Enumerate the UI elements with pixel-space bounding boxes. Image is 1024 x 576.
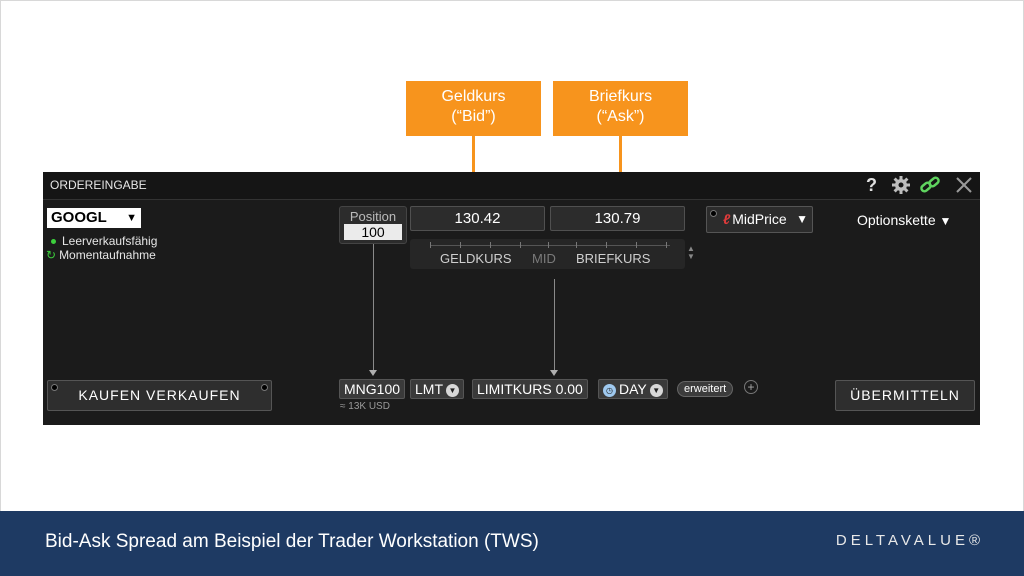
position-connector <box>373 244 374 372</box>
spinner-arrows-icon[interactable]: ▲▼ <box>687 244 695 261</box>
order-entry-panel: ORDEREINGABE ? GOOGL ▼ Leerverkaufsfähig… <box>43 172 980 425</box>
midprice-icon: ℓ <box>723 211 731 227</box>
bid-price-button[interactable]: 130.42 <box>410 206 545 231</box>
quantity-usd-note: ≈ 13K USD <box>340 401 390 412</box>
panel-screw <box>261 384 268 391</box>
slide-title: Bid-Ask Spread am Beispiel der Trader Wo… <box>45 531 539 552</box>
mid-scale-label[interactable]: MID <box>532 251 556 266</box>
buy-button[interactable]: KAUFEN <box>78 387 142 403</box>
ask-callout-line2: (“Ask”) <box>596 108 645 125</box>
bid-callout-line1: Geldkurs <box>441 88 506 105</box>
panel-titlebar: ORDEREINGABE ? <box>43 172 980 200</box>
scale-tick <box>548 242 549 248</box>
deltavalue-logo: DELTAVALUE® <box>835 532 984 549</box>
bid-callout-connector <box>472 136 475 206</box>
panel-screw <box>710 210 717 217</box>
limit-price-field[interactable]: LIMITKURS 0.00 <box>472 379 588 399</box>
snapshot-text: Momentaufnahme <box>59 248 156 262</box>
buy-sell-button[interactable]: KAUFEN VERKAUFEN <box>47 380 272 411</box>
chevron-down-icon: ▼ <box>939 214 952 228</box>
position-box: Position 100 <box>339 206 407 244</box>
scale-tick <box>666 242 667 248</box>
bid-callout-line2: (“Bid”) <box>451 108 496 125</box>
position-label: Position <box>349 209 397 224</box>
chevron-down-icon: ▼ <box>649 383 663 397</box>
scale-tick <box>576 242 577 248</box>
shortable-text: Leerverkaufsfähig <box>62 234 158 248</box>
price-connector <box>554 279 555 372</box>
help-icon[interactable]: ? <box>866 175 877 195</box>
ask-price-button[interactable]: 130.79 <box>550 206 685 231</box>
ask-scale-label[interactable]: BRIEFKURS <box>576 251 651 266</box>
midprice-label: MidPrice <box>732 211 787 227</box>
ask-callout-line1: Briefkurs <box>588 88 653 105</box>
ask-callout: Briefkurs (“Ask”) <box>553 81 688 136</box>
order-type-text: LMT <box>415 381 443 397</box>
bid-scale-label[interactable]: GELDKURS <box>440 251 512 266</box>
price-slider[interactable]: GELDKURS MID BRIEFKURS <box>410 239 685 269</box>
order-type-selector[interactable]: LMT▼ <box>410 379 464 399</box>
bid-callout: Geldkurs (“Bid”) <box>406 81 541 136</box>
scale-tick <box>430 242 431 248</box>
link-icon[interactable] <box>919 175 941 199</box>
panel-screw <box>51 384 58 391</box>
advanced-button[interactable]: erweitert <box>677 381 734 397</box>
sell-button[interactable]: VERKAUFEN <box>146 387 241 403</box>
snapshot-status[interactable]: ↻Momentaufnahme <box>46 248 156 262</box>
green-dot-icon <box>51 239 56 245</box>
gear-icon[interactable] <box>891 175 911 199</box>
arrow-down-icon <box>369 370 377 376</box>
panel-title: ORDEREINGABE <box>50 178 147 192</box>
scale-tick <box>490 242 491 248</box>
position-value: 100 <box>344 224 402 240</box>
scale-tick <box>520 242 521 248</box>
slide-footer: Bid-Ask Spread am Beispiel der Trader Wo… <box>0 511 1024 576</box>
arrow-down-icon <box>550 370 558 376</box>
chevron-down-icon: ▼ <box>796 212 808 226</box>
close-icon[interactable] <box>954 175 974 199</box>
symbol-selector[interactable]: GOOGL ▼ <box>47 208 141 228</box>
scale-tick <box>460 242 461 248</box>
quantity-field[interactable]: MNG100 <box>339 379 406 399</box>
refresh-icon: ↻ <box>46 248 57 262</box>
plus-icon[interactable]: + <box>744 380 758 394</box>
clock-icon: ◷ <box>603 383 616 397</box>
options-chain-link[interactable]: Optionskette ▼ <box>857 212 951 228</box>
chevron-down-icon: ▼ <box>126 212 137 224</box>
tif-text: DAY <box>619 381 647 397</box>
options-chain-label: Optionskette <box>857 212 936 228</box>
chevron-down-icon: ▼ <box>446 383 459 397</box>
price-scale-line <box>430 245 670 246</box>
scale-tick <box>606 242 607 248</box>
symbol-text: GOOGL <box>51 209 107 226</box>
time-in-force-selector[interactable]: ◷DAY▼ <box>598 379 668 399</box>
scale-tick <box>636 242 637 248</box>
shortable-status: Leerverkaufsfähig <box>51 234 157 248</box>
ask-callout-connector <box>619 136 622 206</box>
submit-button[interactable]: ÜBERMITTELN <box>835 380 975 411</box>
